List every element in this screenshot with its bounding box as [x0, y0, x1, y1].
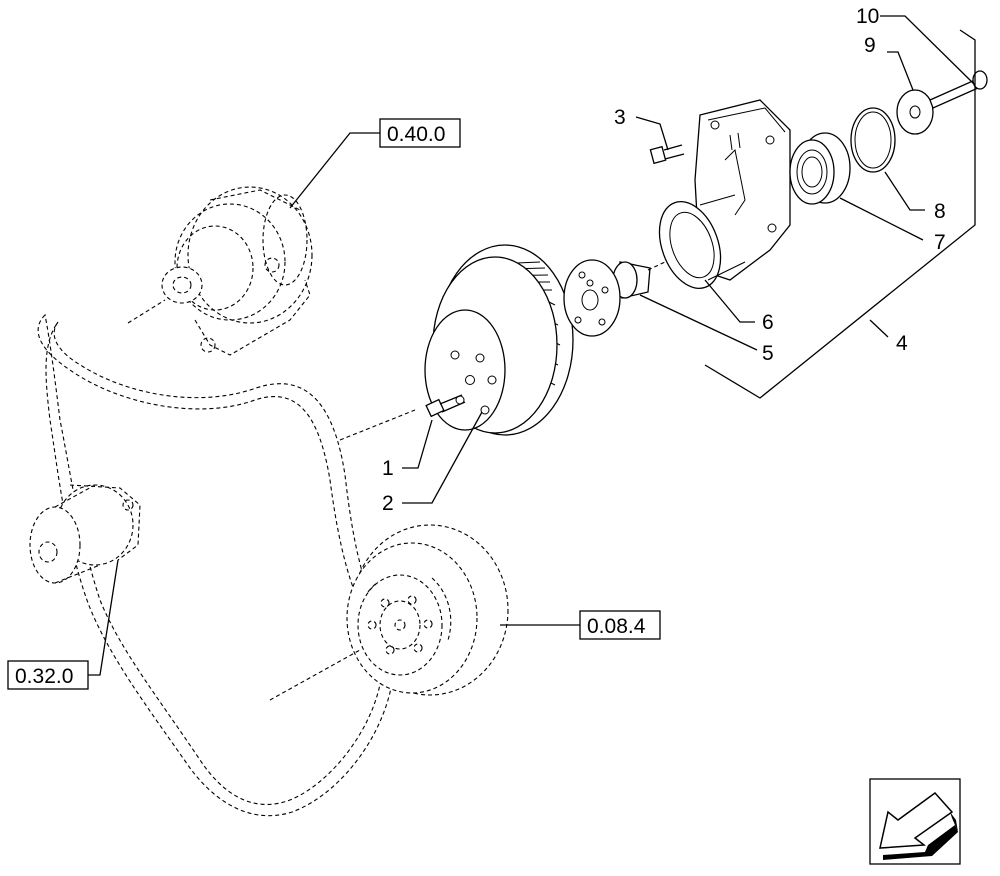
hub-axis	[647, 261, 666, 271]
alternator	[161, 186, 313, 356]
callout-3: 3	[614, 106, 626, 129]
crankshaft-pulley	[346, 524, 509, 696]
bearing-housing	[658, 99, 791, 290]
reference-label: 0.40.0	[387, 123, 445, 146]
reference-label: 0.08.4	[587, 615, 646, 638]
crankshaft-axis	[269, 649, 361, 701]
reference-label: 0.32.0	[15, 665, 73, 688]
callout-8: 8	[934, 200, 946, 223]
callout-10: 10	[856, 5, 879, 28]
fan-hub	[563, 259, 651, 337]
fan-pulley-axis	[339, 409, 416, 441]
callout-labels: 1 2 3 4 5 6 7 8 9 10	[382, 5, 946, 515]
leader-lines	[88, 15, 976, 676]
snap-ring	[850, 107, 896, 173]
callout-5: 5	[762, 342, 774, 365]
callout-1: 1	[382, 457, 394, 480]
callout-6: 6	[762, 311, 774, 334]
callout-7: 7	[934, 231, 946, 254]
reference-0-08-4[interactable]: 0.08.4	[579, 610, 661, 640]
belt-tensioner	[29, 484, 141, 584]
screw-3	[649, 144, 685, 165]
bolt	[929, 70, 988, 109]
assembly-bracket	[704, 29, 976, 399]
washer	[896, 89, 934, 135]
screw-1	[425, 394, 466, 418]
navigation-arrow-icon[interactable]	[869, 778, 961, 865]
fan-pulley	[424, 244, 574, 436]
callout-2: 2	[382, 492, 394, 515]
callout-9: 9	[864, 34, 876, 57]
reference-0-40-0[interactable]: 0.40.0	[379, 118, 461, 148]
alternator-axis	[127, 299, 166, 324]
drive-belt	[37, 313, 395, 817]
bearing	[789, 132, 851, 205]
callout-4: 4	[896, 332, 908, 355]
reference-0-32-0[interactable]: 0.32.0	[7, 660, 89, 690]
